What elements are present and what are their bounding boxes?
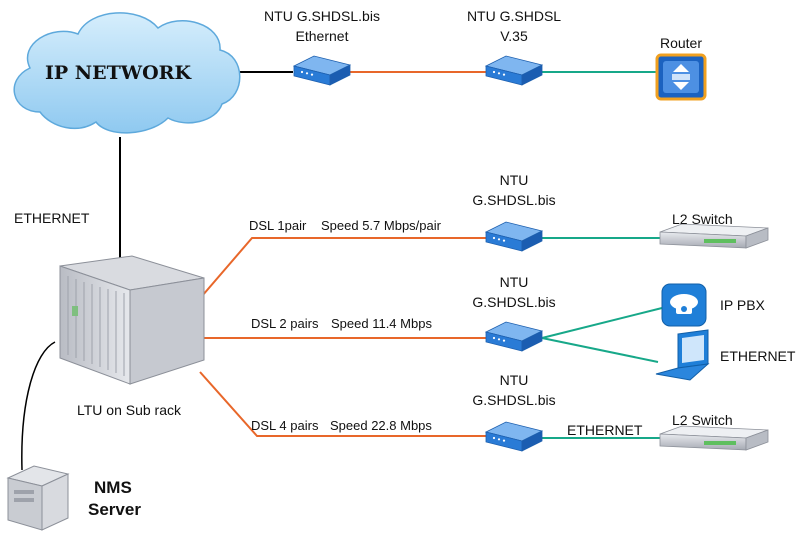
ntu-branch-3-line2: G.SHDSL.bis <box>472 392 555 408</box>
ltu-label: LTU on Sub rack <box>77 402 182 418</box>
cloud-shape <box>13 12 241 134</box>
modem-icon <box>485 421 543 452</box>
nms-label-line1: NMS <box>94 478 132 497</box>
ntu-gshdsl-v35 <box>485 55 543 86</box>
ntu-branch-1-line2: G.SHDSL.bis <box>472 192 555 208</box>
ethernet-laptop <box>655 329 710 381</box>
l2-switch-2-label: L2 Switch <box>672 412 733 428</box>
switch-ports <box>704 239 736 243</box>
server-drive <box>14 490 34 494</box>
switch-side <box>745 227 769 249</box>
l2-switch-2 <box>659 425 769 451</box>
modem-icon <box>293 55 351 86</box>
dsl-2pairs-label: DSL 2 pairs <box>251 316 319 331</box>
ntu2-title-line2: V.35 <box>500 28 528 44</box>
server-side <box>41 473 69 531</box>
nms-server <box>6 465 70 531</box>
rack-cards <box>67 276 125 376</box>
ntu-to-ip-pbx-link <box>541 307 663 339</box>
ntu-branch-3-line1: NTU <box>500 372 529 388</box>
ntu1-title-line2: Ethernet <box>296 28 349 44</box>
ethernet-label: ETHERNET <box>14 210 90 226</box>
l2-switch-1-label: L2 Switch <box>672 211 733 227</box>
ntu-branch-1-line1: NTU <box>500 172 529 188</box>
ltu-sub-rack <box>59 255 205 385</box>
ntu-branch-2 <box>485 321 543 352</box>
router-core-icon <box>672 74 690 80</box>
modem-icon <box>485 221 543 252</box>
nms-label-line2: Server <box>88 500 141 519</box>
ethernet-pc-label: ETHERNET <box>720 348 796 364</box>
server-drive <box>14 498 34 502</box>
dsl-4pairs-label: DSL 4 pairs <box>251 418 319 433</box>
dsl-1pair-speed: Speed 5.7 Mbps/pair <box>321 218 442 233</box>
connections <box>21 71 663 471</box>
ntu-branch-2-line1: NTU <box>500 274 529 290</box>
rack-led <box>72 306 78 316</box>
ntu-to-ethernet-pc-link <box>541 337 659 363</box>
bottom-ethernet-label: ETHERNET <box>567 422 643 438</box>
dsl-1pair-line <box>189 237 486 311</box>
router-arrow-up-icon <box>673 64 689 72</box>
l2-switch-1 <box>659 223 769 249</box>
ltu-to-nms-cable <box>21 341 56 471</box>
server-front <box>7 477 43 531</box>
phone-dial-icon <box>681 306 687 312</box>
dsl-4pairs-speed: Speed 22.8 Mbps <box>330 418 432 433</box>
router-arrow-down-icon <box>673 82 689 90</box>
ntu2-title-line1: NTU G.SHDSL <box>467 8 561 24</box>
switch-ports <box>704 441 736 445</box>
modem-icon <box>485 55 543 86</box>
dsl-4pairs-line <box>199 371 486 437</box>
router <box>655 53 707 101</box>
switch-side <box>745 429 769 451</box>
ip-pbx-label: IP PBX <box>720 297 766 313</box>
cloud-label: IP NETWORK <box>45 62 192 84</box>
ntu-branch-1 <box>485 221 543 252</box>
ntu-branch-2-line2: G.SHDSL.bis <box>472 294 555 310</box>
ip-pbx <box>661 283 707 327</box>
rack-side <box>129 277 205 385</box>
modem-icon <box>485 321 543 352</box>
ip-network-cloud: IP NETWORK <box>13 12 241 134</box>
ntu-gshdsl-bis-ethernet <box>293 55 351 86</box>
ntu-branch-3 <box>485 421 543 452</box>
dsl-2pairs-speed: Speed 11.4 Mbps <box>331 316 432 331</box>
laptop-display <box>682 335 704 363</box>
router-label: Router <box>660 35 702 51</box>
laptop-base-icon <box>655 363 710 381</box>
dsl-1pair-label: DSL 1pair <box>249 218 307 233</box>
ntu1-title-line1: NTU G.SHDSL.bis <box>264 8 380 24</box>
